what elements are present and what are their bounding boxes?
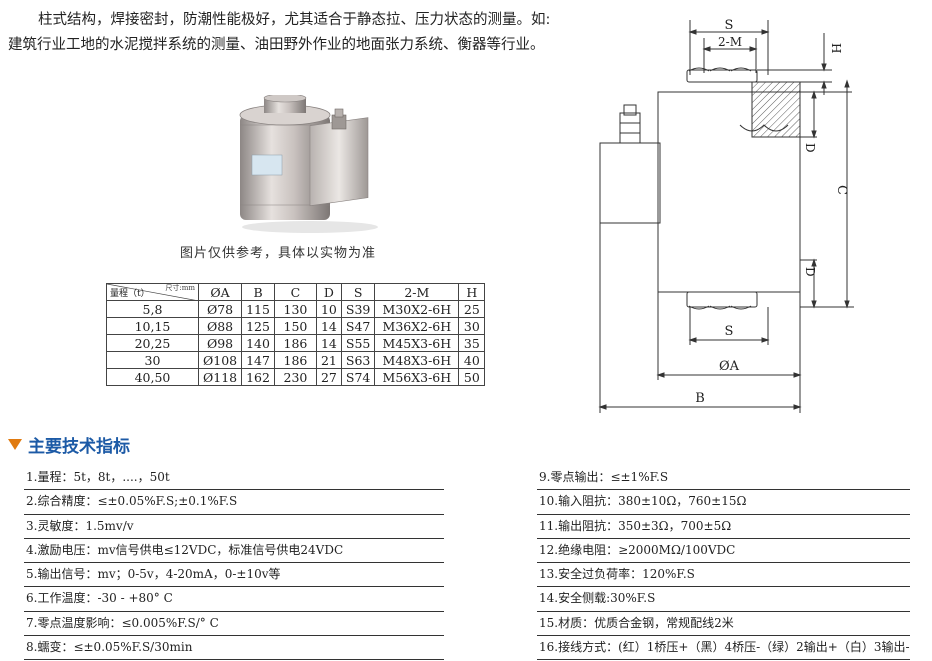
table-cell: 30 [106, 351, 199, 369]
table-cell: 25 [458, 300, 486, 318]
table-cell: 40,50 [106, 368, 199, 386]
table-row: 10,15 Ø88 125 150 14 S47 M36X2-6H 30 [106, 317, 486, 335]
table-header-row: 尺寸:mm 量程（t） ØA B C D S 2-M H [106, 283, 486, 301]
dim-s-bottom: S [725, 324, 734, 339]
table-cell: S47 [340, 317, 376, 335]
intro-text: 柱式结构，焊接密封，防潮性能极好，尤其适合于静态拉、压力状态的测量。如: 建筑行… [8, 8, 588, 58]
dimension-table: 尺寸:mm 量程（t） ØA B C D S 2-M H 5,8 Ø78 115… [106, 283, 486, 386]
list-item: 11.输出阻抗：350±3Ω，700±5Ω [537, 515, 910, 539]
table-cell: S39 [340, 300, 376, 318]
corner-range-label: 量程（t） [110, 289, 150, 299]
table-cell: 230 [273, 368, 317, 386]
intro-line-1: 柱式结构，焊接密封，防潮性能极好，尤其适合于静态拉、压力状态的测量。如: [38, 12, 551, 28]
table-cell: 40 [458, 351, 486, 369]
list-item: 8.蠕变：≤±0.05%F.S/30min [24, 636, 444, 661]
table-cell: Ø118 [197, 368, 243, 386]
table-cell: 14 [315, 317, 342, 335]
table-cell: S74 [340, 368, 376, 386]
section-title-text: 主要技术指标 [28, 437, 130, 457]
list-item: 6.工作温度：-30 - +80° C [24, 587, 444, 612]
table-cell: 147 [241, 351, 275, 369]
corner-diagonal-line [107, 284, 199, 301]
product-photo [239, 95, 378, 233]
table-cell: 50 [458, 368, 486, 386]
table-cell: Ø98 [197, 334, 243, 352]
dim-h: H [829, 43, 843, 53]
table-cell: 14 [315, 334, 342, 352]
dim-b: B [695, 391, 705, 406]
table-row: 5,8 Ø78 115 130 10 S39 M30X2-6H 25 [106, 300, 486, 318]
table-cell: M36X2-6H [374, 317, 460, 335]
params-right-list: 9.零点输出：≤±1%F.S 10.输入阻抗：380±10Ω，760±15Ω 1… [537, 466, 910, 661]
col-header-d: D [315, 283, 342, 301]
params-left-list: 1.量程：5t，8t，....，50t 2.综合精度：≤±0.05%F.S;±0… [24, 466, 444, 661]
table-cell: 10,15 [106, 317, 199, 335]
corner-unit-label: 尺寸:mm [165, 284, 195, 292]
table-cell: 30 [458, 317, 486, 335]
col-header-a: ØA [197, 283, 243, 301]
table-cell: 162 [241, 368, 275, 386]
table-corner-cell: 尺寸:mm 量程（t） [106, 283, 199, 301]
col-header-c: C [273, 283, 317, 301]
list-item: 9.零点输出：≤±1%F.S [537, 466, 910, 491]
list-item: 12.绝缘电阻：≥2000MΩ/100VDC [537, 539, 910, 564]
col-header-m: 2-M [374, 283, 460, 301]
list-item: 5.输出信号：mv；0-5v，4-20mA，0-±10v等 [24, 563, 444, 588]
table-cell: 27 [315, 368, 342, 386]
table-cell: 115 [241, 300, 275, 318]
table-cell: Ø88 [197, 317, 243, 335]
table-cell: 21 [315, 351, 342, 369]
table-cell: 10 [315, 300, 342, 318]
table-cell: Ø78 [197, 300, 243, 318]
table-cell: S55 [340, 334, 376, 352]
list-item: 7.零点温度影响：≤0.005%F.S/° C [24, 612, 444, 637]
table-row: 40,50 Ø118 162 230 27 S74 M56X3-6H 50 [106, 368, 486, 386]
table-cell: Ø108 [197, 351, 243, 369]
triangle-bullet-icon [8, 439, 22, 450]
table-cell: 35 [458, 334, 486, 352]
dim-d-bottom: D [803, 267, 817, 277]
table-cell: M56X3-6H [374, 368, 460, 386]
table-cell: 20,25 [106, 334, 199, 352]
table-cell: 140 [241, 334, 275, 352]
table-cell: M48X3-6H [374, 351, 460, 369]
table-cell: 150 [273, 317, 317, 335]
table-cell: 5,8 [106, 300, 199, 318]
table-row: 20,25 Ø98 140 186 14 S55 M45X3-6H 35 [106, 334, 486, 352]
list-item: 10.输入阻抗：380±10Ω，760±15Ω [537, 490, 910, 515]
table-cell: 186 [273, 334, 317, 352]
list-item: 16.接线方式：(红）1桥压+（黑）4桥压-（绿）2输出+（白）3输出- [537, 636, 910, 661]
table-cell: M45X3-6H [374, 334, 460, 352]
list-item: 14.安全侧载:30%F.S [537, 587, 910, 612]
table-cell: 186 [273, 351, 317, 369]
photo-caption: 图片仅供参考，具体以实物为准 [180, 246, 377, 261]
dim-s-top: S [725, 18, 734, 33]
table-cell: S63 [340, 351, 376, 369]
list-item: 3.灵敏度：1.5mv/v [24, 515, 444, 539]
dim-a: ØA [719, 359, 740, 374]
list-item: 2.综合精度：≤±0.05%F.S;±0.1%F.S [24, 490, 444, 515]
col-header-b: B [241, 283, 275, 301]
col-header-s: S [340, 283, 376, 301]
dim-d-top: D [803, 143, 817, 153]
list-item: 13.安全过负荷率：120%F.S [537, 563, 910, 588]
list-item: 1.量程：5t，8t，....，50t [24, 466, 444, 491]
table-row: 30 Ø108 147 186 21 S63 M48X3-6H 40 [106, 351, 486, 369]
dim-c: C [834, 185, 849, 195]
section-title: 主要技术指标 [8, 432, 130, 457]
list-item: 15.材质：优质合金钢，常规配线2米 [537, 612, 910, 637]
dim-2m: 2-M [718, 35, 742, 49]
table-cell: 125 [241, 317, 275, 335]
col-header-h: H [458, 283, 486, 301]
technical-drawing: S 2-M H D C D S ØA B [598, 18, 854, 413]
intro-line-2: 建筑行业工地的水泥搅拌系统的测量、油田野外作业的地面张力系统、衡器等行业。 [8, 37, 545, 53]
table-cell: M30X2-6H [374, 300, 460, 318]
list-item: 4.激励电压：mv信号供电≤12VDC，标准信号供电24VDC [24, 539, 444, 564]
table-cell: 130 [273, 300, 317, 318]
